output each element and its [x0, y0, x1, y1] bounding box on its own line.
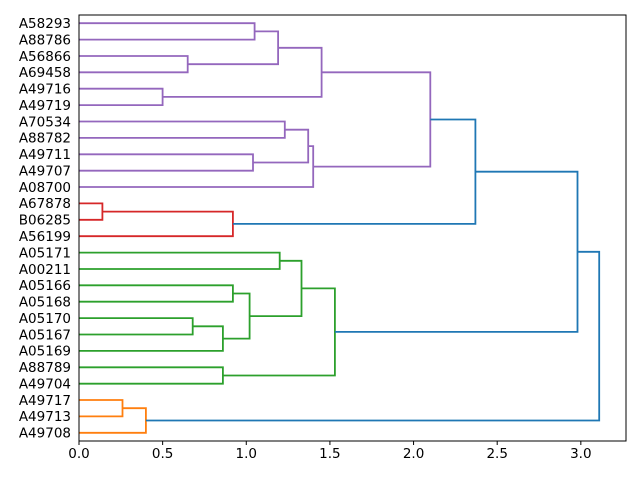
leaf-label: A56866 [19, 49, 71, 65]
leaf-label: A58293 [19, 16, 71, 32]
leaf-label: A49719 [19, 98, 71, 114]
dendrogram-link-P1 [79, 22, 256, 41]
dendrogram-link-B3 [145, 250, 601, 422]
dendrogram-link-O2 [79, 407, 147, 434]
x-tick-label: 2.5 [486, 446, 507, 462]
leaf-label: A88786 [19, 32, 71, 48]
leaf-label: A49704 [19, 376, 71, 392]
leaf-label: B06285 [19, 213, 71, 229]
x-axis-ticks: 0.0 0.5 1.0 1.5 2.0 2.5 3.0 [68, 441, 592, 462]
x-tick-label: 0.0 [68, 446, 89, 462]
dendrogram-links [79, 22, 601, 434]
dendrogram-link-P3 [187, 30, 279, 66]
dendrogram-link-P9 [79, 145, 315, 188]
leaf-label: A05171 [19, 245, 71, 261]
dendrogram-link-G7 [79, 366, 224, 385]
leaf-label: A49711 [19, 147, 71, 163]
axes-frame [78, 14, 627, 442]
dendrogram-link-G1 [79, 251, 281, 270]
leaf-label: A49713 [19, 409, 71, 425]
dendrogram-link-R1 [79, 202, 104, 221]
dendrogram-link-G3 [79, 317, 194, 336]
leaf-label: A05170 [19, 311, 71, 327]
leaf-label: A49708 [19, 426, 71, 442]
dendrogram-link-O1 [79, 399, 124, 418]
dendrogram-link-P7 [79, 153, 254, 172]
leaf-label: A49716 [19, 82, 71, 98]
x-tick-label: 0.5 [152, 446, 173, 462]
leaf-label: A05166 [19, 278, 71, 294]
dendrogram-link-G4 [79, 325, 224, 352]
dendrogram-link-B2 [334, 170, 579, 333]
dendrogram-link-P4 [79, 87, 164, 106]
leaf-label: A05168 [19, 295, 71, 311]
leaf-label: A67878 [19, 196, 71, 212]
dendrogram-link-G5 [222, 292, 251, 340]
dendrogram-link-G8 [222, 287, 336, 377]
dendrogram-link-B1 [232, 118, 477, 225]
leaf-label: A49707 [19, 163, 71, 179]
dendrogram-link-P8 [253, 128, 310, 164]
leaf-label: A00211 [19, 262, 71, 278]
dendrogram-link-P10 [313, 71, 432, 168]
leaf-label: A56199 [19, 229, 71, 245]
leaf-label: A08700 [19, 180, 71, 196]
leaf-label: A05169 [19, 344, 71, 360]
x-tick-label: 2.0 [403, 446, 424, 462]
dendrogram-link-P2 [79, 55, 189, 74]
x-tick-label: 3.0 [570, 446, 591, 462]
leaf-label: A69458 [19, 65, 71, 81]
leaf-label: A49717 [19, 393, 71, 409]
leaf-label: A70534 [19, 114, 71, 130]
dendrogram-link-P6 [79, 120, 286, 139]
dendrogram-link-G2 [79, 284, 234, 303]
leaf-label: A88789 [19, 360, 71, 376]
leaf-label: A88782 [19, 131, 71, 147]
leaf-label: A05167 [19, 327, 71, 343]
x-tick-label: 1.0 [236, 446, 257, 462]
leaf-labels: A58293A88786A56866A69458A49716A49719A705… [19, 16, 71, 442]
x-tick-label: 1.5 [319, 446, 340, 462]
